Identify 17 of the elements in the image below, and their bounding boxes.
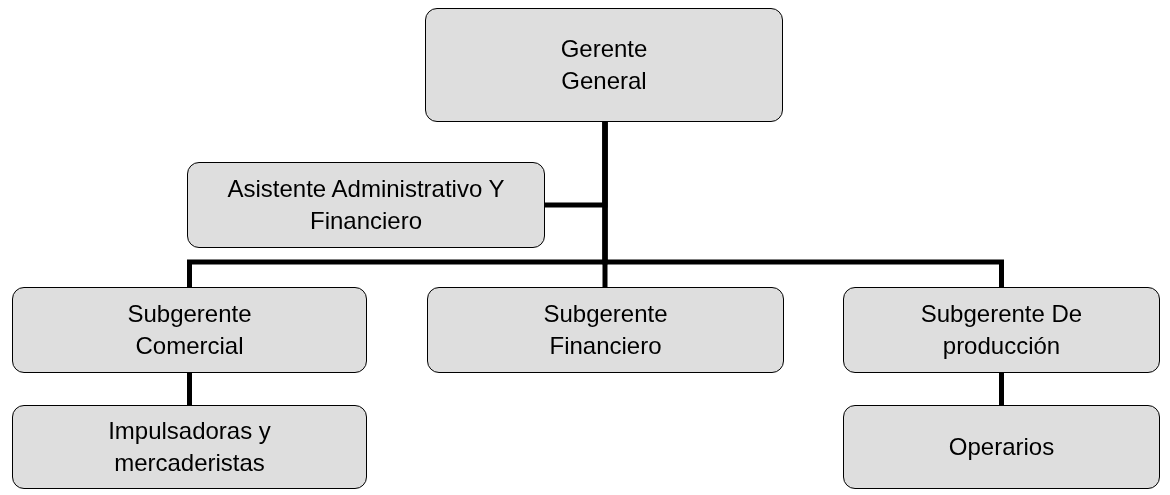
org-box [12,405,367,489]
role-label: Subgerente Financiero [542,299,669,361]
org-box [12,287,367,373]
org-box [425,8,783,122]
org-box [843,287,1160,373]
connector-line [187,373,192,405]
connector-line [602,122,1004,287]
role-label: Gerente General [559,34,649,96]
role-label: Operarios [948,432,1055,462]
org-box [187,162,545,248]
role-label: Subgerente De producción [919,299,1084,361]
org-box [427,287,784,373]
role-label: Subgerente Comercial [126,299,253,361]
role-label: Impulsadoras y mercaderistas [107,416,272,478]
connector-line [999,373,1004,405]
org-box [843,405,1160,489]
role-label: Asistente Administrativo Y Financiero [226,174,506,236]
